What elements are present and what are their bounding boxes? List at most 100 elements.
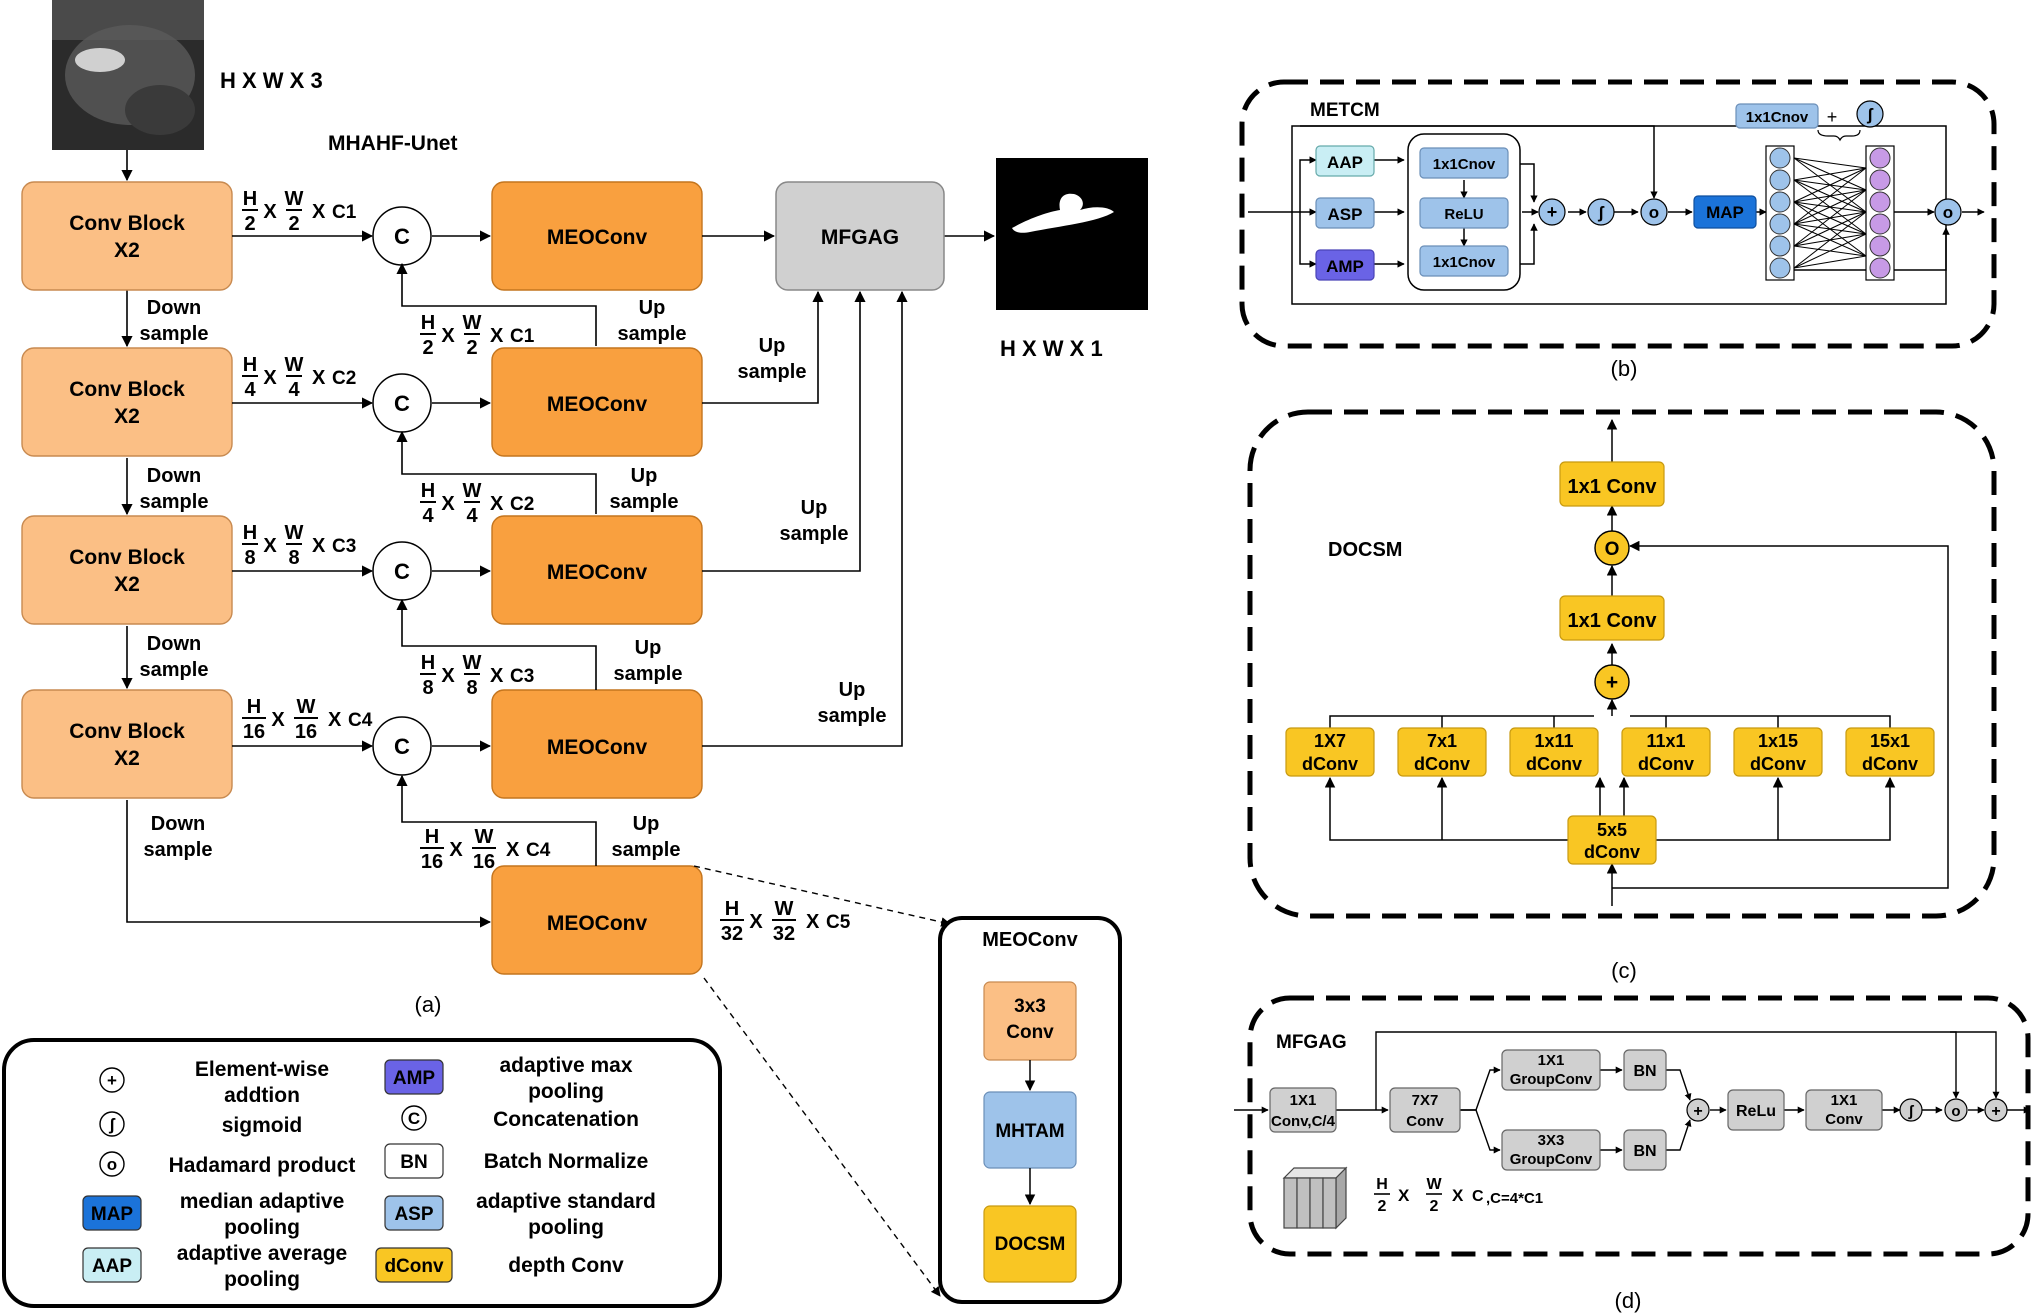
svg-text:,C=4*C1: ,C=4*C1 xyxy=(1486,1190,1543,1207)
caption-d: (d) xyxy=(1615,1288,1642,1313)
down-sample-label: Down xyxy=(147,297,201,319)
docsm-hadamard-icon xyxy=(1594,530,1630,566)
mfgag-1x1-conv xyxy=(1805,1089,1883,1131)
mfgag-3x3-groupconv xyxy=(1501,1129,1601,1171)
meoconv-label: MEOConv xyxy=(547,393,648,416)
legend-label: addtion xyxy=(224,1084,300,1107)
metcm-conv2-label: 1x1Cnov xyxy=(1433,254,1496,271)
docsm-mid-conv-label: 1x1 Conv xyxy=(1568,610,1658,632)
fc-neuron-out xyxy=(1869,235,1891,257)
frac-den: 2 xyxy=(466,337,477,359)
down-sample-label: Down xyxy=(147,465,201,487)
metcm-asp-label: ASP xyxy=(1328,205,1363,224)
frac-den: 8 xyxy=(466,677,477,699)
frac-x: X xyxy=(441,665,455,687)
frac-den: 8 xyxy=(422,677,433,699)
up-sample-label: sample xyxy=(610,491,679,513)
fc-neuron-out xyxy=(1869,213,1891,235)
frac-x: X xyxy=(312,201,326,223)
concat-label: C xyxy=(394,734,410,759)
legend-symbol-text: ʃ xyxy=(108,1115,116,1134)
docsm-branch-type: dConv xyxy=(1862,754,1918,774)
mfgag-add-icon xyxy=(1686,1098,1710,1122)
up-sample-label: Up xyxy=(759,335,786,357)
down-sample-label: sample xyxy=(144,839,213,861)
frac-den: 16 xyxy=(243,721,265,743)
frac-den: 16 xyxy=(473,851,495,873)
output-mask xyxy=(996,158,1148,310)
docsm-branch-kernel: 15x1 xyxy=(1870,731,1910,751)
mfgag-label: MFGAG xyxy=(821,226,899,249)
mfgag-node xyxy=(775,181,945,291)
frac-channels: C1 xyxy=(510,326,535,347)
svg-text:W: W xyxy=(1426,1176,1442,1193)
fc-neuron-in xyxy=(1769,191,1791,213)
legend-label: sigmoid xyxy=(222,1114,303,1137)
mfgag-hadamard-icon xyxy=(1944,1098,1968,1122)
frac-channels: C4 xyxy=(348,710,373,731)
legend-symbol-text: C xyxy=(408,1109,420,1128)
concat-label: C xyxy=(394,559,410,584)
legend-label: Hadamard product xyxy=(169,1154,356,1177)
svg-text:C: C xyxy=(1472,1188,1484,1205)
detail-docsm-label: DOCSM xyxy=(995,1234,1066,1255)
up-sample-label: sample xyxy=(738,361,807,383)
docsm-branch-1 xyxy=(1285,727,1375,777)
metcm-add-icon xyxy=(1538,198,1566,226)
legend-symbol-text: AAP xyxy=(92,1256,132,1277)
legend-symbol-text: MAP xyxy=(91,1204,134,1225)
conv-block-repeat: X2 xyxy=(114,405,140,428)
fc-neuron-out xyxy=(1869,257,1891,279)
fc-neuron-in xyxy=(1769,235,1791,257)
conv-block-repeat: X2 xyxy=(114,239,140,262)
mfgag-3x3-groupconv-line2: GroupConv xyxy=(1510,1151,1593,1168)
docsm-branch-kernel: 7x1 xyxy=(1427,731,1457,751)
docsm-branch-type: dConv xyxy=(1414,754,1470,774)
docsm-branches: 1X7dConv7x1dConv1x11dConv11x1dConv1x15dC… xyxy=(1285,698,1935,841)
mfgag-1x1-conv-line2: Conv xyxy=(1825,1111,1863,1128)
docsm-branch-type: dConv xyxy=(1302,754,1358,774)
metcm-top-conv-label: 1x1Cnov xyxy=(1746,109,1809,126)
frac-x: X xyxy=(749,911,763,933)
conv-block-3 xyxy=(21,515,233,625)
legend-symbol-text: AMP xyxy=(393,1068,436,1089)
up-sample-label: sample xyxy=(618,323,687,345)
metcm-relu-label: ReLU xyxy=(1444,206,1483,223)
metcm-conv1-label: 1x1Cnov xyxy=(1433,156,1496,173)
up-sample-label: Up xyxy=(839,679,866,701)
docsm-branch-kernel: 1x15 xyxy=(1758,731,1798,751)
frac-h: H xyxy=(421,312,435,334)
frac-den: 2 xyxy=(288,213,299,235)
frac-channels: C2 xyxy=(510,494,534,515)
svg-text:+: + xyxy=(1991,1103,2000,1120)
mfgag-1x1-groupconv-line1: 1X1 xyxy=(1538,1052,1565,1069)
mfgag-1x1-conv-c4-line1: 1X1 xyxy=(1290,1092,1317,1109)
svg-text:H: H xyxy=(1376,1176,1388,1193)
legend-label: adaptive standard xyxy=(476,1190,656,1213)
docsm-top-conv xyxy=(1559,461,1665,507)
legend-symbol-bn xyxy=(384,1143,444,1179)
frac-w: W xyxy=(463,652,482,674)
up-sample-label: sample xyxy=(614,663,683,685)
legend-symbol-text: + xyxy=(107,1071,117,1090)
legend-symbol-map xyxy=(82,1195,142,1231)
metcm-aap-label: AAP xyxy=(1327,153,1363,172)
frac-den: 8 xyxy=(288,547,299,569)
metcm-asp xyxy=(1315,197,1375,229)
panel-d: MFGAG 1X1 Conv,C/4 7X7 Conv 1X1 Gro xyxy=(1234,995,2031,1313)
legend-label: adaptive max xyxy=(499,1054,632,1077)
mfgag-1x1-conv-c4 xyxy=(1269,1087,1337,1133)
meoconv-node-2 xyxy=(491,347,703,457)
input-dim-label: H X W X 3 xyxy=(220,68,323,93)
conv-block-2 xyxy=(21,347,233,457)
metcm-map-label: MAP xyxy=(1706,203,1744,222)
mfgag-1x1-conv-line1: 1X1 xyxy=(1831,1092,1858,1109)
down-sample-label: Down xyxy=(147,633,201,655)
conv-block-label: Conv Block xyxy=(69,212,185,235)
frac-den: 2 xyxy=(244,213,255,235)
docsm-title: DOCSM xyxy=(1328,539,1402,561)
frac-den: 32 xyxy=(773,923,795,945)
frac-h: H xyxy=(243,188,257,210)
